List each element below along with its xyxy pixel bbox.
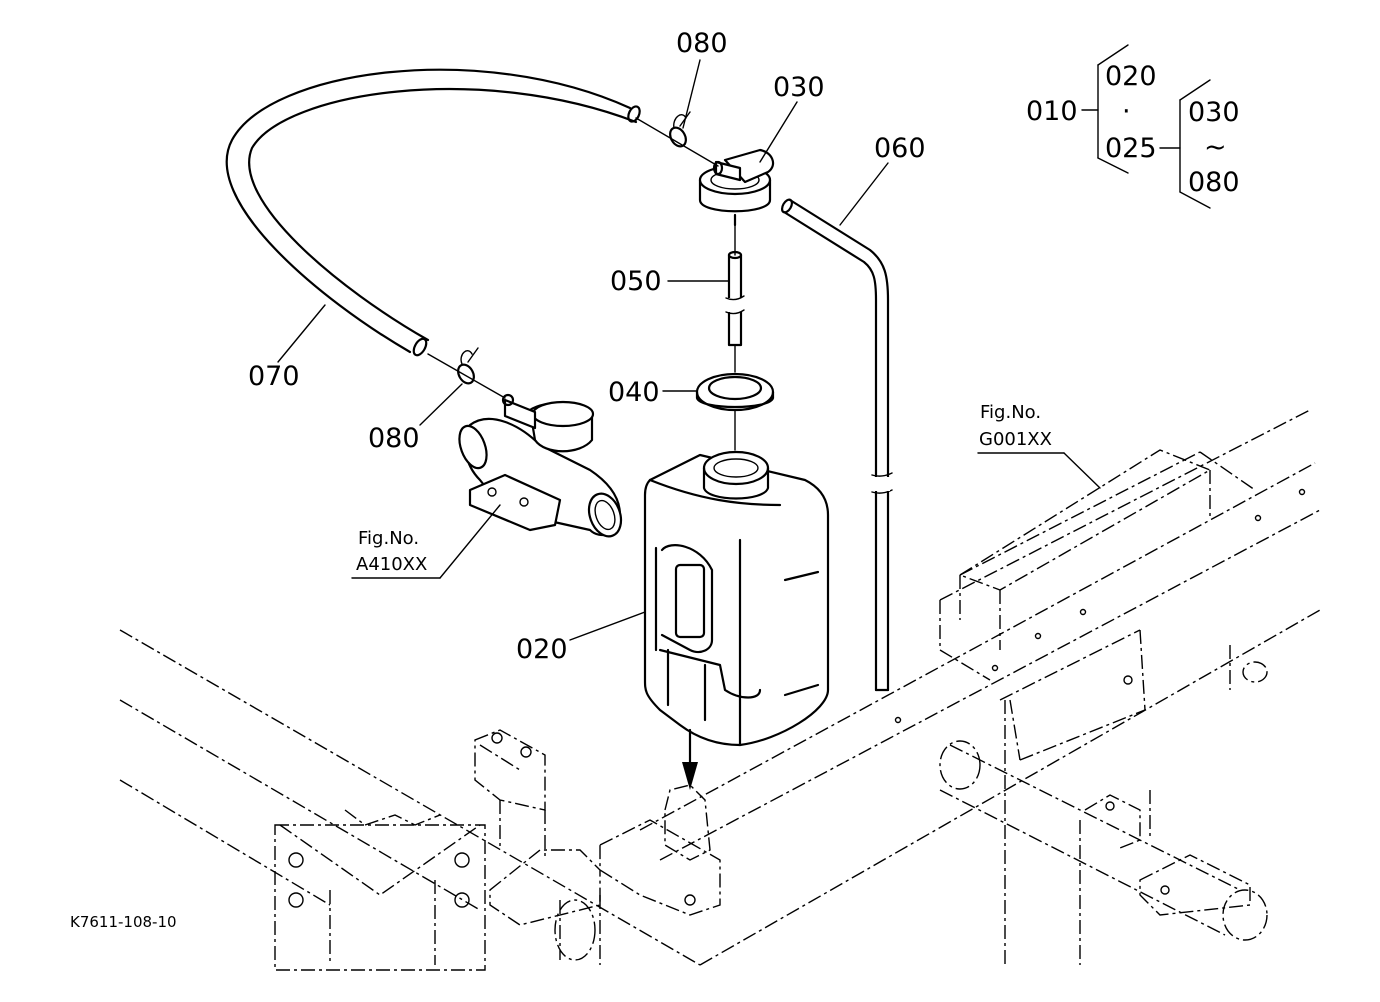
label-040: 040 bbox=[608, 377, 660, 408]
tree-label-010: 010 bbox=[1026, 96, 1078, 127]
cap-030 bbox=[698, 148, 775, 227]
frame-holes bbox=[288, 488, 1306, 908]
tree-label-020: 020 bbox=[1105, 61, 1157, 92]
leader-lines bbox=[277, 59, 1101, 641]
drawing-id: K7611-108-10 bbox=[70, 913, 177, 931]
fig-ref-g-code: G001XX bbox=[979, 429, 1052, 450]
hose-070 bbox=[225, 68, 641, 357]
fig-ref-a-code: A410XX bbox=[356, 554, 427, 575]
label-030: 030 bbox=[773, 72, 825, 103]
hose-060 bbox=[780, 198, 893, 692]
label-080-top: 080 bbox=[676, 28, 728, 59]
tank-020 bbox=[643, 450, 830, 747]
label-070: 070 bbox=[248, 361, 300, 392]
tree-label-025: 025 bbox=[1105, 133, 1157, 164]
tree-dot: · bbox=[1122, 96, 1131, 127]
hierarchy-brackets bbox=[1081, 44, 1211, 209]
pipe-050 bbox=[724, 250, 746, 347]
figure-references: Fig.No. A410XX Fig.No. G001XX bbox=[356, 402, 1052, 575]
frame-phantom bbox=[119, 409, 1321, 971]
tree-label-030: 030 bbox=[1188, 97, 1240, 128]
radiator-inlet-part bbox=[458, 393, 623, 538]
fig-ref-g-title: Fig.No. bbox=[980, 402, 1041, 423]
label-060: 060 bbox=[874, 133, 926, 164]
tree-label-080: 080 bbox=[1188, 167, 1240, 198]
fig-ref-a-title: Fig.No. bbox=[358, 528, 419, 549]
label-050: 050 bbox=[610, 266, 662, 297]
install-arrow bbox=[682, 728, 698, 790]
label-020: 020 bbox=[516, 634, 568, 665]
gasket-040 bbox=[695, 372, 775, 412]
clamp-080-upper bbox=[635, 111, 719, 167]
part-labels: 080 030 060 050 040 070 080 020 010 020 … bbox=[248, 28, 1240, 665]
clamp-080-lower bbox=[427, 347, 506, 399]
tree-tilde: ~ bbox=[1204, 132, 1227, 163]
label-080-bottom: 080 bbox=[368, 423, 420, 454]
